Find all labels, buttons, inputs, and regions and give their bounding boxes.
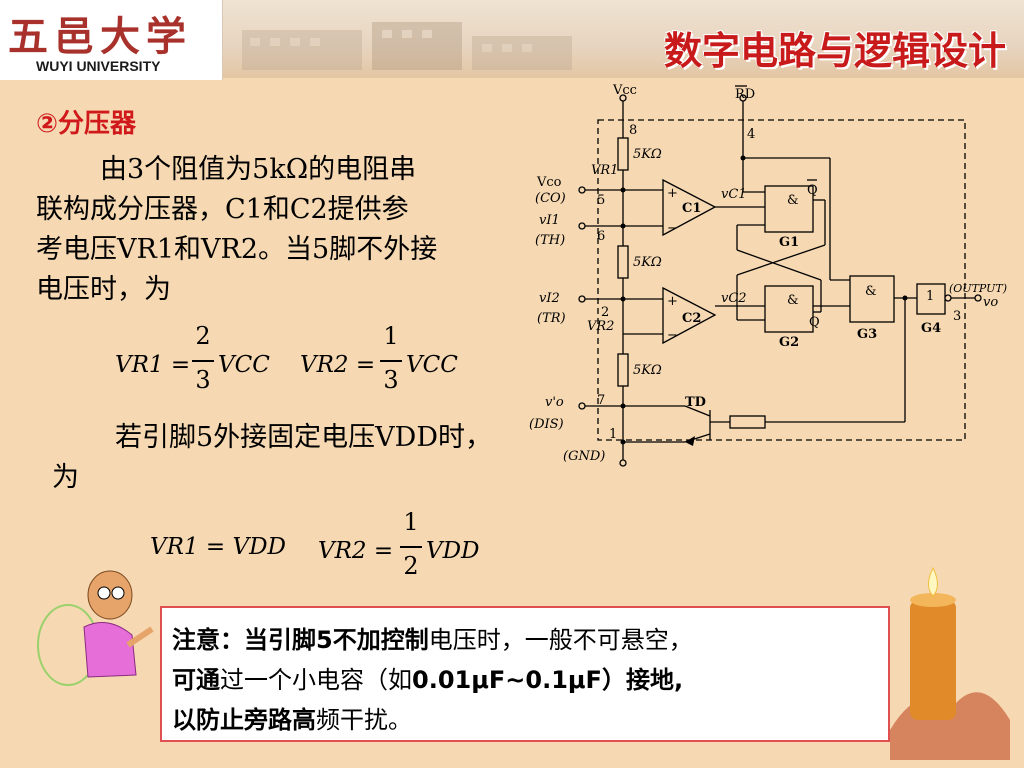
pin-7: 7 — [597, 393, 605, 408]
paragraph-line: 电压时，为 — [36, 274, 171, 305]
note-text: 频干扰。 — [316, 706, 412, 734]
comparator-c1-label: C1 — [682, 201, 701, 216]
note-emphasis: 可通 — [172, 666, 220, 694]
and-symbol: & — [865, 284, 877, 299]
section-title: ②分压器 — [36, 109, 137, 139]
label-dis: (DIS) — [529, 417, 564, 432]
paragraph-line: 联构成分压器，C1和C2提供参 — [36, 194, 409, 225]
pin-5: 5 — [597, 193, 605, 208]
label-vi2: vI2 — [539, 291, 560, 306]
fraction-denominator: 3 — [195, 366, 211, 394]
minus-sign: − — [667, 328, 678, 343]
equation-vr1-lhs: VR1 = — [115, 352, 191, 378]
comparator-c2-label: C2 — [682, 311, 701, 326]
note-line: 可通过一个小电容（如0.01μF~0.1μF）接地, — [172, 660, 683, 695]
note-text: 过一个小电容（如 — [220, 666, 412, 694]
note-line: 注意：当引脚5不加控制电压时，一般不可悬空， — [172, 620, 693, 655]
pin-2: 2 — [601, 305, 609, 320]
fraction-bar — [400, 546, 422, 548]
label-vi1: vI1 — [539, 213, 560, 228]
pin-6: 6 — [597, 229, 605, 244]
transistor-td-label: TD — [685, 395, 706, 410]
equation-vr2-vdd-rhs: VDD — [426, 538, 480, 564]
label-vco: Vco — [536, 175, 562, 190]
course-title: 数字电路与逻辑设计 — [663, 29, 1006, 73]
note-text: 电压时，一般不可悬空， — [428, 626, 693, 654]
logo-english-text: WUYI UNIVERSITY — [36, 58, 161, 74]
resistor-label: 5KΩ — [633, 147, 662, 162]
label-gnd: (GND) — [563, 449, 605, 464]
fraction-bar — [380, 360, 402, 362]
plus-sign: + — [667, 294, 678, 309]
label-vo-prime: v'o — [545, 395, 564, 410]
fraction-denominator: 2 — [403, 552, 419, 580]
and-symbol: & — [787, 193, 799, 208]
fraction-numerator: 2 — [195, 322, 211, 350]
label-tr: (TR) — [537, 311, 566, 326]
header-banner: 五邑大学 WUYI UNIVERSITY 数字电路与逻辑设计 — [0, 0, 1024, 80]
fraction-numerator: 1 — [383, 322, 399, 350]
label-vc1: vC1 — [721, 187, 747, 202]
label-rd: RD — [735, 87, 755, 102]
and-symbol: & — [787, 293, 799, 308]
plus-sign: + — [667, 186, 678, 201]
gate-g1-label: G1 — [779, 235, 799, 250]
pin-8: 8 — [629, 123, 637, 138]
equation-vr2-lhs: VR2 = — [318, 538, 394, 564]
paragraph-line: 考电压VR1和VR2。当5脚不外接 — [36, 234, 438, 265]
campus-building-image — [242, 22, 572, 70]
fraction-bar — [192, 360, 214, 362]
note-emphasis: 0.01μF~0.1μF）接地, — [412, 666, 684, 694]
label-qbar: Q — [807, 183, 818, 198]
pin-4: 4 — [747, 127, 755, 142]
label-q: Q — [809, 315, 820, 330]
gate-g3-label: G3 — [857, 327, 877, 342]
equation-vr1-rhs: VCC — [218, 352, 270, 378]
label-vr2: VR2 — [587, 319, 614, 334]
gate-g2-label: G2 — [779, 335, 799, 350]
note-line: 以防止旁路高频干扰。 — [172, 700, 412, 735]
fraction-numerator: 1 — [403, 508, 419, 536]
pin-3: 3 — [953, 309, 961, 324]
note-emphasis: 注意：当引脚5不加控制 — [172, 626, 429, 654]
note-emphasis: 以防止旁路高 — [172, 706, 316, 734]
label-th: (TH) — [535, 233, 565, 248]
paragraph-line: 为 — [52, 462, 79, 493]
label-vc2: vC2 — [721, 291, 747, 306]
note-box: 注意：当引脚5不加控制电压时，一般不可悬空， 可通过一个小电容（如0.01μF~… — [160, 606, 890, 742]
candle-decoration — [890, 566, 1010, 760]
label-co: (CO) — [535, 191, 566, 206]
paragraph-line: 若引脚5外接固定电压VDD时， — [115, 422, 492, 453]
fraction-denominator: 3 — [383, 366, 399, 394]
cartoon-professor-illustration — [37, 570, 154, 686]
timer-555-circuit-diagram: Vcc RD 8 4 5KΩ 5KΩ 5KΩ VR1 VR2 Vco (CO) … — [529, 83, 1007, 467]
resistor-label: 5KΩ — [633, 363, 662, 378]
label-vr1: VR1 — [591, 163, 618, 178]
gate-g4-label: G4 — [921, 321, 941, 336]
paragraph-line: 由3个阻值为5kΩ的电阻串 — [100, 154, 417, 185]
equation-vr1-vdd: VR1 = VDD — [150, 534, 286, 560]
resistor-label: 5KΩ — [633, 255, 662, 270]
label-vo: vo — [983, 295, 998, 310]
university-logo: 五邑大学 WUYI UNIVERSITY — [0, 0, 223, 80]
logo-chinese-text: 五邑大学 — [8, 13, 192, 60]
pin-1: 1 — [609, 427, 617, 442]
equation-vr2-rhs: VCC — [406, 352, 458, 378]
minus-sign: − — [667, 221, 678, 236]
label-output: (OUTPUT) — [949, 282, 1007, 295]
not-symbol: 1 — [926, 289, 934, 304]
label-vcc: Vcc — [612, 83, 637, 98]
equation-vr2-lhs: VR2 = — [300, 352, 376, 378]
